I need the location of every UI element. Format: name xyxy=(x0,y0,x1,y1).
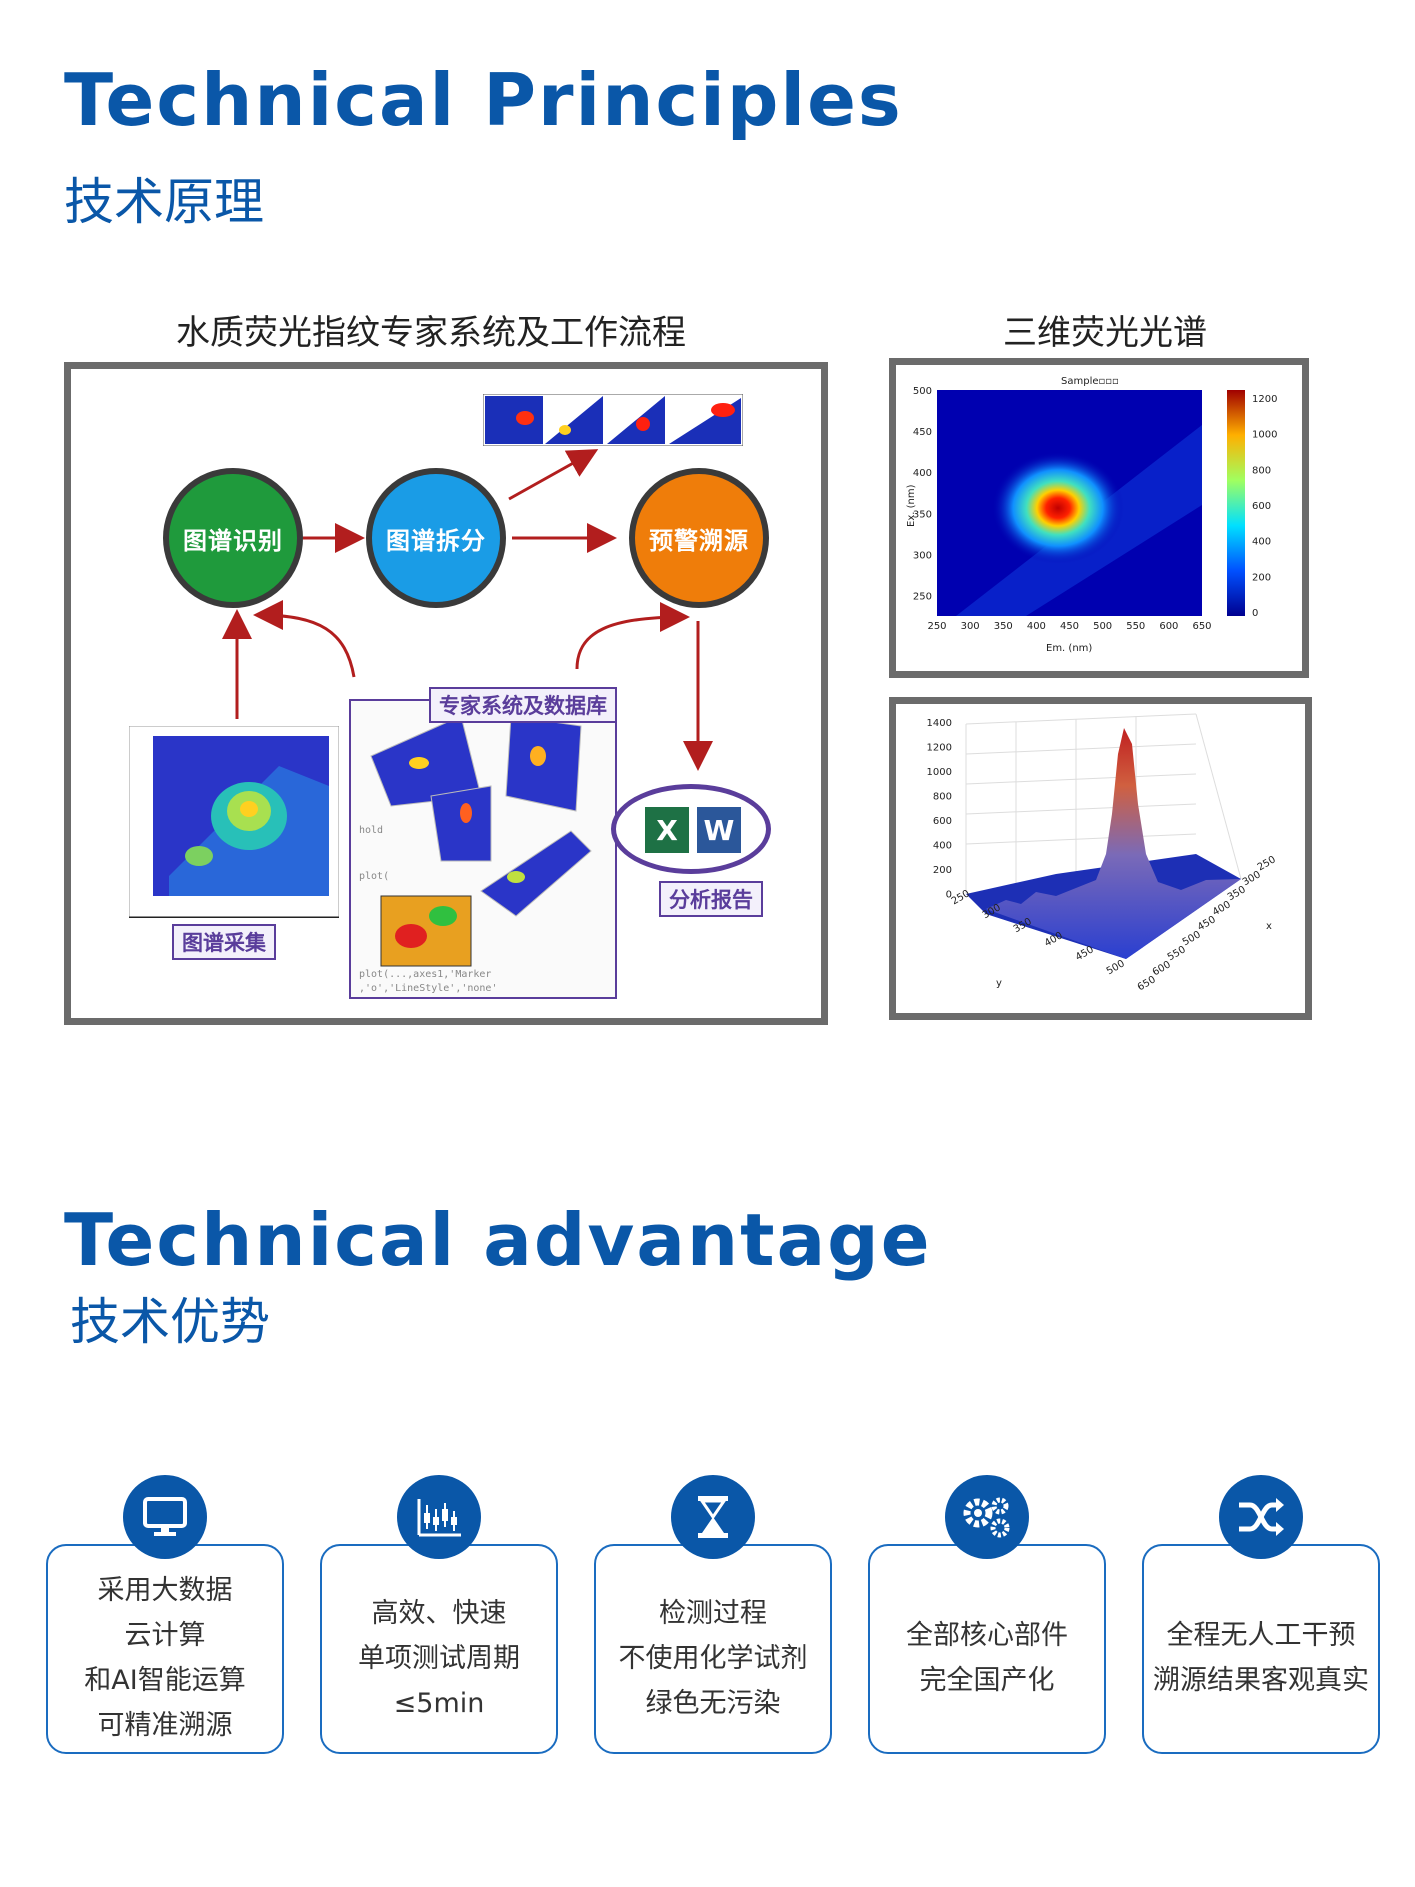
colorbar-tick: 200 xyxy=(1252,572,1271,583)
colorbar xyxy=(1227,390,1245,616)
advantage-title-en: Technical advantage xyxy=(64,1198,932,1282)
svg-text:,'o','LineStyle','none': ,'o','LineStyle','none' xyxy=(359,983,497,994)
advantage-card-text: 不使用化学试剂 xyxy=(618,1642,808,1674)
surface-xlabel: x xyxy=(1266,921,1272,932)
colorbar-tick: 600 xyxy=(1252,501,1271,512)
workflow-diagram: 图谱识别 图谱拆分 预警溯源 图谱采集 hold plot( xyxy=(64,362,828,1025)
advantage-card: 全程无人工干预溯源结果客观真实 xyxy=(1142,1544,1380,1754)
advantage-card-text: 完全国产化 xyxy=(919,1665,1055,1696)
word-icon: W xyxy=(697,807,741,853)
heatmap-y-tick: 250 xyxy=(913,592,932,603)
advantage-card-text: 全部核心部件 xyxy=(906,1620,1068,1651)
collected-spectrum-image xyxy=(129,726,339,918)
heatmap-x-tick: 400 xyxy=(1027,621,1046,632)
advantage-card-text: 单项测试周期 xyxy=(358,1642,520,1674)
workflow-caption: 水质荧光指纹专家系统及工作流程 xyxy=(176,313,686,353)
spectrum-caption: 三维荧光光谱 xyxy=(1003,313,1207,353)
surface-peak xyxy=(986,728,1241,959)
surface-z-tick: 800 xyxy=(933,792,952,803)
heatmap-x-tick: 500 xyxy=(1093,621,1112,632)
surface-y-tick: 500 xyxy=(1105,958,1127,977)
hourglass-icon xyxy=(671,1475,755,1559)
heatmap-y-tick: 500 xyxy=(913,386,932,397)
heatmap-y-tick: 450 xyxy=(913,427,932,438)
heatmap-x-tick: 600 xyxy=(1159,621,1178,632)
report-tag: 分析报告 xyxy=(659,881,763,917)
svg-text:plot(: plot( xyxy=(359,871,389,882)
heatmap-figure: Sample▫▫▫ 250 300 350 400 450 500 550 600 650 50… xyxy=(889,358,1309,678)
split-spectra-strip xyxy=(483,394,743,446)
heatmap-x-tick: 450 xyxy=(1060,621,1079,632)
shuffle-icon xyxy=(1219,1475,1303,1559)
heatmap-ylabel: Ex. (nm) xyxy=(906,484,917,527)
surface-z-tick: 0 xyxy=(946,890,952,901)
advantage-card-text: 和AI智能运算 xyxy=(84,1665,246,1696)
excel-icon: X xyxy=(645,807,689,853)
split-node: 图谱拆分 xyxy=(366,468,506,608)
heatmap-title: Sample▫▫▫ xyxy=(1061,376,1119,387)
heatmap-x-tick: 350 xyxy=(994,621,1013,632)
surface-z-tick: 1400 xyxy=(927,718,952,729)
svg-text:plot(...,axes1,'Marker: plot(...,axes1,'Marker xyxy=(359,969,491,980)
colorbar-tick: 400 xyxy=(1252,537,1271,548)
expert-db-tag: 专家系统及数据库 xyxy=(429,687,617,723)
advantage-card-text: 检测过程 xyxy=(659,1597,767,1629)
heatmap-peak xyxy=(992,452,1124,564)
surface-x-tick: 250 xyxy=(1256,854,1278,873)
heatmap-x-tick: 550 xyxy=(1126,621,1145,632)
surface-z-tick: 400 xyxy=(933,841,952,852)
expert-system-collage: hold plot( plot(...,axes1,'Marker ,'o','… xyxy=(359,715,592,994)
surface-z-tick: 200 xyxy=(933,865,952,876)
monitor-icon xyxy=(123,1475,207,1559)
collect-tag: 图谱采集 xyxy=(172,924,276,960)
advantage-card-text: 采用大数据 xyxy=(97,1575,233,1606)
expert-system-panel: hold plot( plot(...,axes1,'Marker ,'o','… xyxy=(349,699,617,999)
heatmap-x-tick: 250 xyxy=(927,621,946,632)
advantage-card-text: ≤5min xyxy=(393,1687,485,1719)
identify-node: 图谱识别 xyxy=(163,468,303,608)
heatmap-x-tick: 300 xyxy=(961,621,980,632)
colorbar-tick: 800 xyxy=(1252,465,1271,476)
advantage-card-text: 溯源结果客观真实 xyxy=(1153,1665,1369,1696)
advantage-card-text: 全程无人工干预 xyxy=(1166,1620,1356,1651)
surface-ylabel: y xyxy=(996,978,1002,989)
advantage-card-text: 绿色无污染 xyxy=(645,1687,781,1719)
workflow-arrows xyxy=(222,449,713,771)
heatmap-y-tick: 350 xyxy=(913,509,932,520)
surface-z-tick: 1200 xyxy=(927,743,952,754)
surface-z-tick: 600 xyxy=(933,816,952,827)
surface-y-tick: 250 xyxy=(950,888,972,907)
principles-title-cn: 技术原理 xyxy=(64,173,264,231)
advantage-card-text: 可精准溯源 xyxy=(97,1710,233,1741)
advantage-card: 高效、快速单项测试周期 ≤5min xyxy=(320,1544,558,1754)
heatmap-xlabel: Em. (nm) xyxy=(1046,643,1092,654)
advantage-card-text: 高效、快速 xyxy=(371,1597,507,1629)
advantage-card: 检测过程不使用化学试剂绿色无污染 xyxy=(594,1544,832,1754)
gears-icon xyxy=(945,1475,1029,1559)
surface-z-tick: 1000 xyxy=(927,767,952,778)
colorbar-tick: 1200 xyxy=(1252,394,1277,405)
report-ellipse: X W xyxy=(611,784,771,874)
heatmap-x-tick: 650 xyxy=(1192,621,1211,632)
heatmap-plot: Sample▫▫▫ 250 300 350 400 450 500 550 600 650 50… xyxy=(906,376,1277,654)
advantage-card: 采用大数据云计算和AI智能运算可精准溯源 xyxy=(46,1544,284,1754)
colorbar-tick: 0 xyxy=(1252,608,1258,619)
heatmap-y-tick: 400 xyxy=(913,468,932,479)
advantage-card-text: 云计算 xyxy=(124,1620,206,1651)
principles-title-en: Technical Principles xyxy=(64,58,903,142)
advantage-card: 全部核心部件完全国产化 xyxy=(868,1544,1106,1754)
warning-node: 预警溯源 xyxy=(629,468,769,608)
svg-text:hold: hold xyxy=(359,825,383,836)
colorbar-tick: 1000 xyxy=(1252,430,1277,441)
advantage-title-cn: 技术优势 xyxy=(70,1293,270,1351)
chart-icon xyxy=(397,1475,481,1559)
heatmap-y-tick: 300 xyxy=(913,550,932,561)
